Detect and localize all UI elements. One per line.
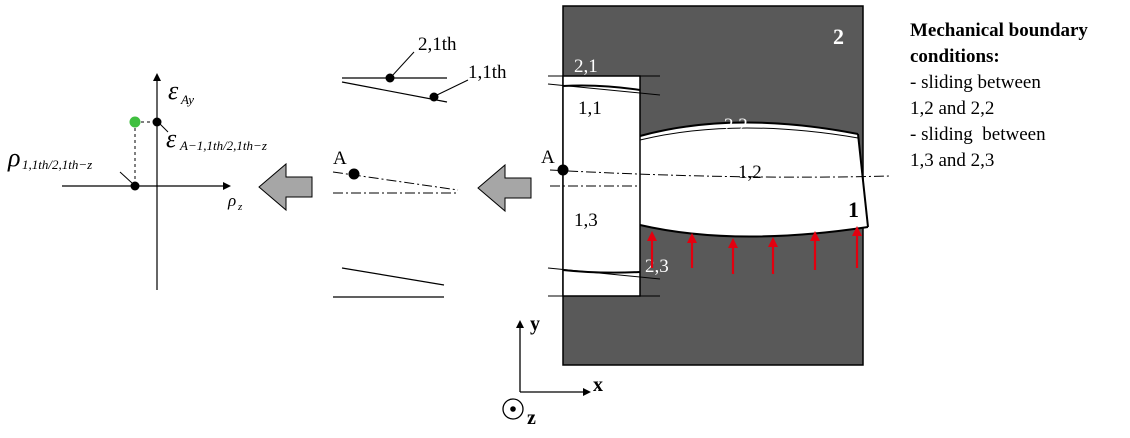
strain-point [152,117,162,127]
combined-state-point [129,116,141,128]
strain-curvature-graph [62,73,231,290]
conditions-title-line2: conditions: [910,46,1000,67]
point-a-mid-marker [348,168,360,180]
body-1-beam [547,75,891,297]
part-1-2-label: 1,2 [738,162,762,183]
y-axis-label: y [530,313,540,335]
part-2-2-label: 2,2 [724,115,748,136]
point-a-main-marker [557,164,569,176]
z-axis-label: z [527,407,536,429]
point-a-main-label: A [541,147,555,168]
curvature-point [130,181,140,191]
conditions-line5: - sliding between [910,124,1046,145]
eps-a-subscript: A−1,1th/2,1th−z [179,138,267,153]
line-1-1th-label: 1,1th [468,62,507,83]
body-2-label: 2 [833,24,844,49]
part-1-3-label: 1,3 [574,210,598,231]
coordinate-system [502,320,591,420]
body-1-label: 1 [848,197,859,222]
rho-z-subscript: z [237,201,243,213]
eps-ay-subscript: Ay [180,92,194,107]
part-2-3-label: 2,3 [645,256,669,277]
rho-symbol: ρ [7,143,20,172]
eps-ay-symbol: ε [168,76,179,105]
transfer-arrow-right [477,163,532,213]
conditions-line4: 1,2 and 2,2 [910,98,995,119]
part-2-1-label: 2,1 [574,56,598,77]
middle-schematic [332,51,469,298]
line-2-1th-label: 2,1th [418,34,457,55]
rho-z-symbol: ρ [227,191,236,210]
rho-subscript: 1,1th/2,1th−z [22,157,92,172]
point-1-1th [429,92,439,102]
part-1-1-label: 1,1 [578,98,602,119]
x-axis-label: x [593,374,603,396]
conditions-line6: 1,3 and 2,3 [910,150,995,171]
eps-a-symbol: ε [166,124,177,153]
conditions-line3: - sliding between [910,72,1041,93]
force-arrows [647,226,862,274]
boundary-conditions-note: Mechanical boundary conditions: - slidin… [910,18,1130,174]
point-a-mid-label: A [333,148,347,169]
transfer-arrow-left [258,162,313,212]
conditions-title-line1: Mechanical boundary [910,20,1088,41]
